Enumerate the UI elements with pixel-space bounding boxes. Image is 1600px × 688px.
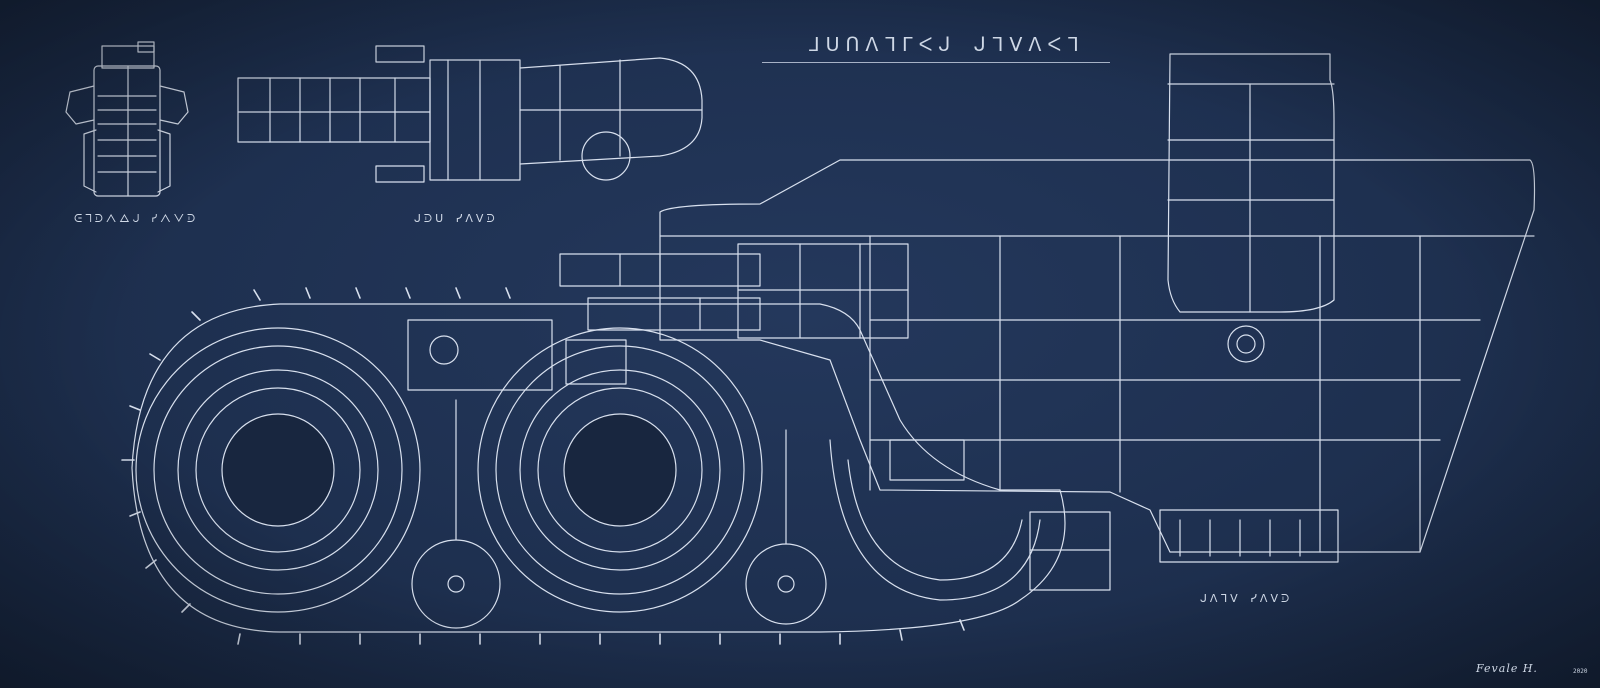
side-view-label: ᒍᐱᒣᐯ ᓯᐱᐯᑓ [1200,592,1293,605]
signature-year: 2020 [1573,668,1588,675]
top-view-label: ᒍᑓᑌ ᓯᐱᐯᑓ [414,212,498,225]
front-view-label: ᕮᒣᑓᐱᐃᒍ ᓯᐱᐯᑓ [74,212,199,225]
artist-signature: Fevale H. [1476,662,1538,675]
title-underline [762,62,1110,63]
blueprint-title: ᒧᑌᑎᐱᒣᒥᐸᒍ ᒍᒣᐯᐱᐸᒣ [808,34,1085,56]
